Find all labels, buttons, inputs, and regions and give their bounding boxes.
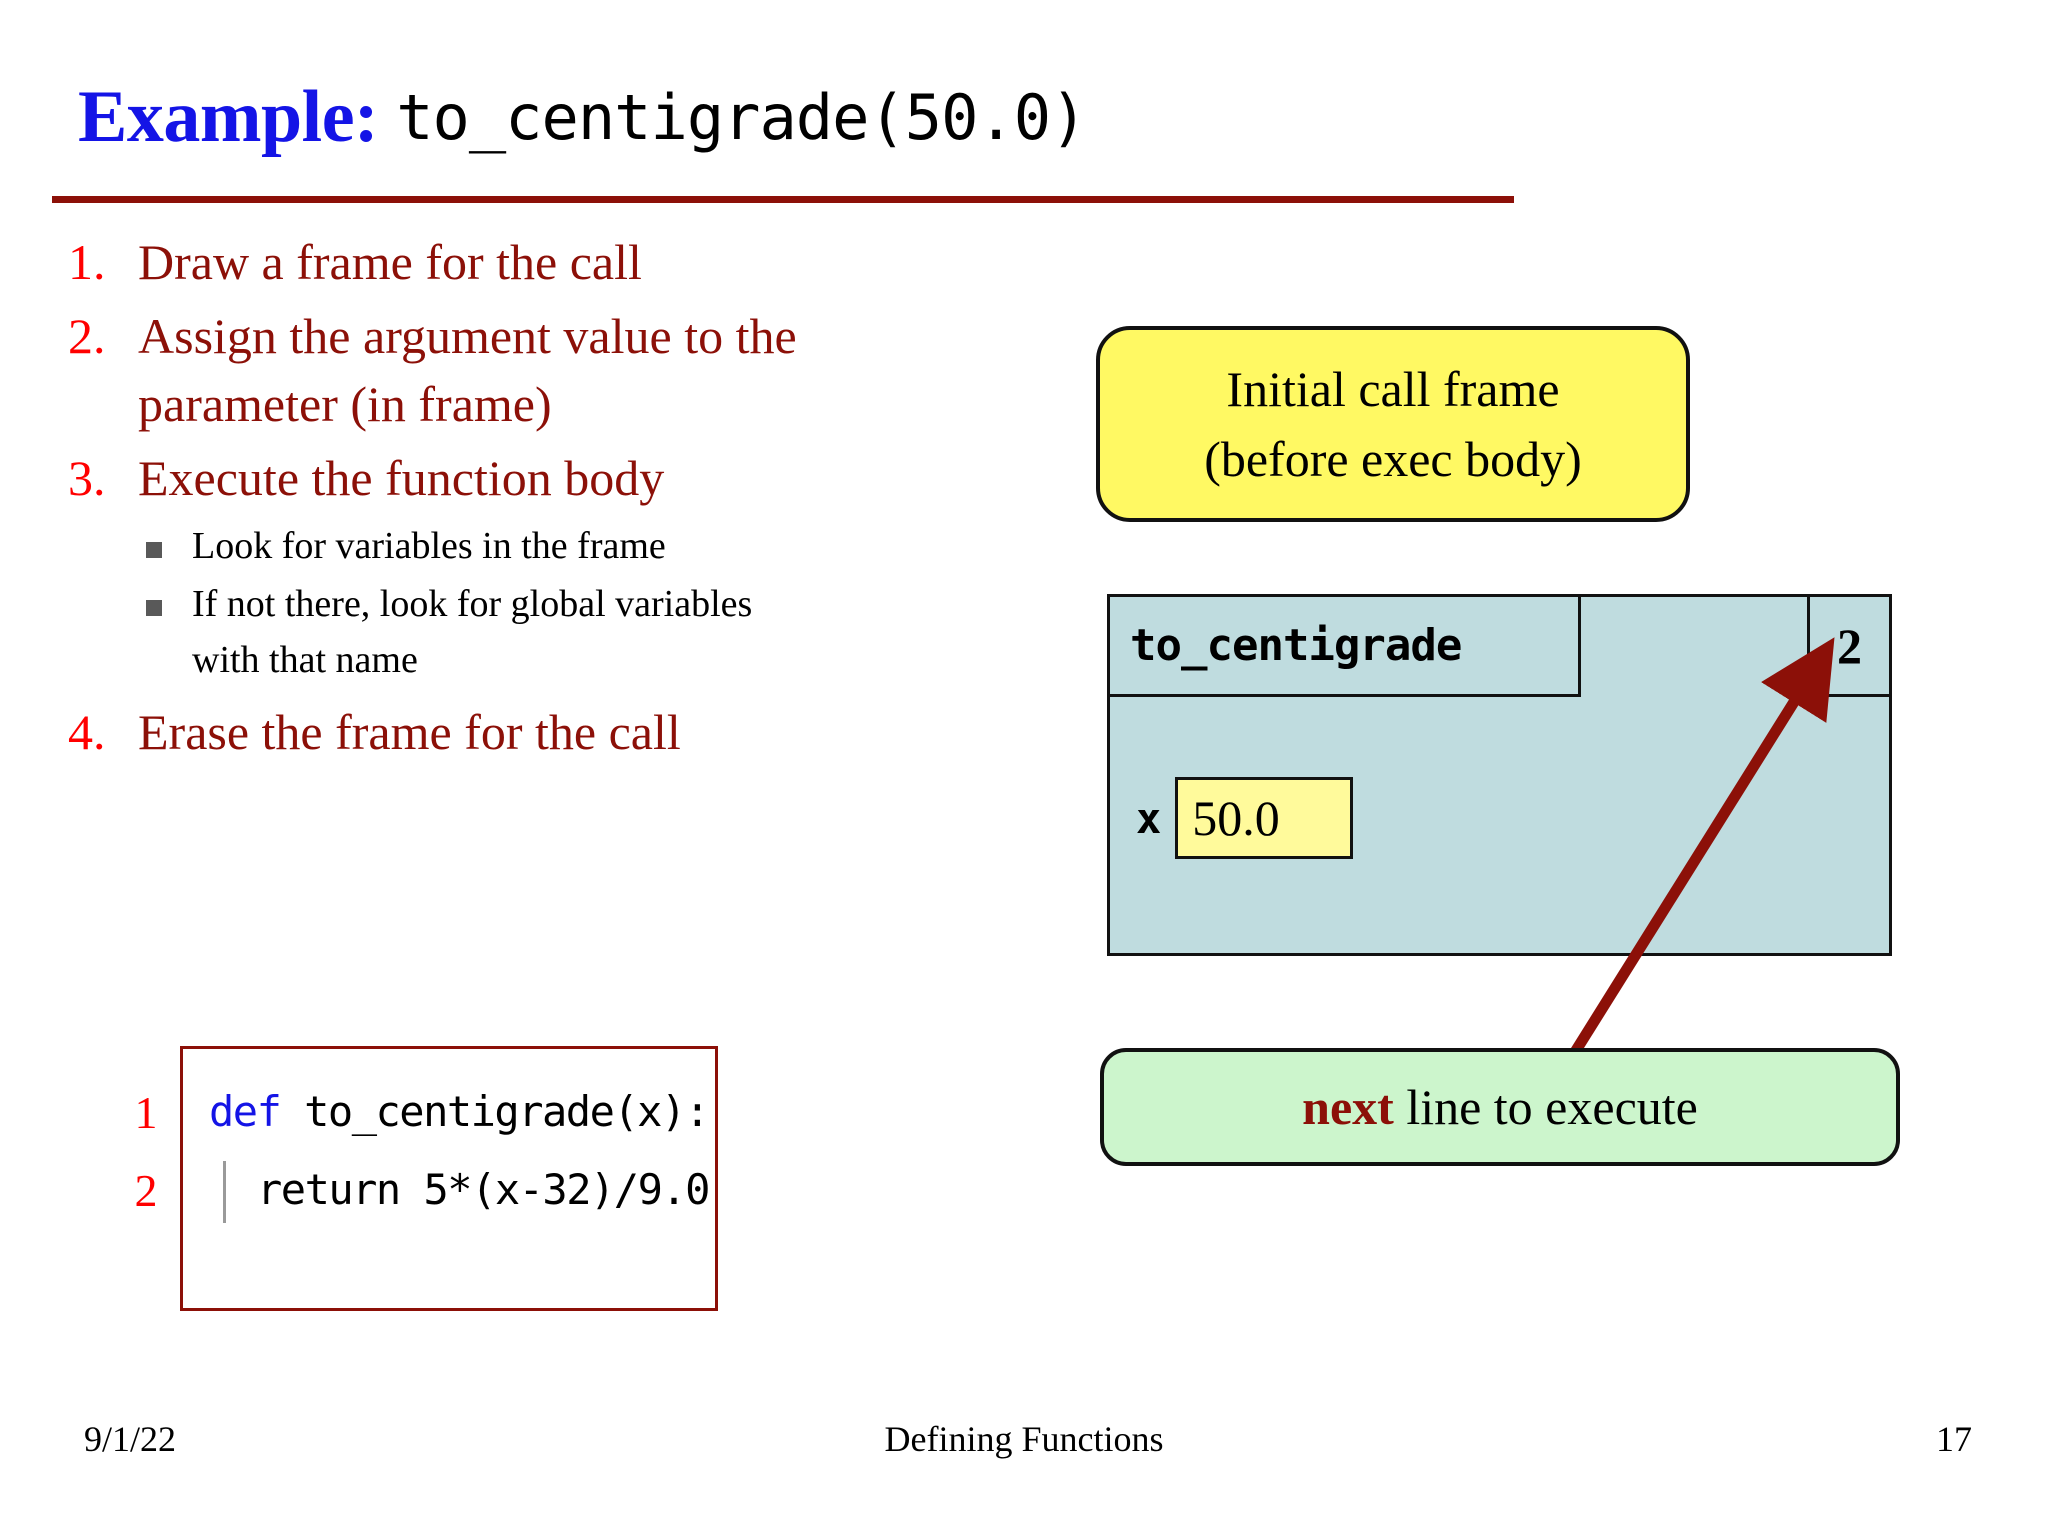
code-line: return 5*(x-32)/9.0: [257, 1151, 710, 1229]
call-frame-function-name: to_centigrade: [1130, 620, 1462, 671]
page-title: Example: to_centigrade(50.0): [78, 62, 1778, 172]
callout-line-2: (before exec body): [1204, 431, 1582, 487]
call-frame-variable: x 50.0: [1136, 777, 1354, 859]
footer-date: 9/1/22: [84, 1419, 177, 1459]
square-bullet-icon: [146, 518, 192, 558]
code-block: 1 2 def to_centigrade(x): return 5*(x-32…: [118, 1046, 718, 1311]
list-item: 4. Erase the frame for the call: [60, 698, 820, 766]
title-prefix: Example:: [78, 75, 379, 158]
callout-green-rest: line to execute: [1393, 1079, 1698, 1135]
code-text: return 5*(x-32)/9.0: [257, 1165, 710, 1214]
title-function-call: to_centigrade(50.0): [396, 80, 1087, 154]
step-number: 2.: [68, 308, 106, 364]
code-text: to_centigrade(x):: [280, 1087, 710, 1136]
list-item: 3. Execute the function body: [60, 444, 820, 512]
title-divider: [52, 196, 1514, 203]
variable-value: 50.0: [1192, 790, 1280, 846]
square-bullet-icon: [146, 576, 192, 616]
code-frame: def to_centigrade(x): return 5*(x-32)/9.…: [180, 1046, 718, 1311]
code-line-number: 2: [134, 1165, 158, 1216]
footer-title: Defining Functions: [884, 1419, 1164, 1459]
callout-line-1: Initial call frame: [1226, 361, 1560, 417]
step-text: Assign the argument value to the paramet…: [138, 308, 797, 432]
footer-page-number: 17: [1936, 1419, 1972, 1459]
indent-guide: [223, 1161, 226, 1223]
variable-name: x: [1136, 793, 1162, 843]
callout-green-text: next line to execute: [1302, 1078, 1698, 1136]
code-line: def to_centigrade(x):: [209, 1073, 710, 1151]
step-text: Erase the frame for the call: [138, 704, 681, 760]
list-item: If not there, look for global variables …: [146, 576, 820, 688]
list-item: Look for variables in the frame: [146, 518, 820, 574]
call-frame-header: to_centigrade: [1110, 597, 1581, 697]
code-line-numbers: 1 2: [118, 1074, 174, 1230]
step-text: Execute the function body: [138, 450, 665, 506]
step-number: 1.: [68, 234, 106, 290]
list-item: 1. Draw a frame for the call: [60, 228, 820, 296]
variable-value-box: 50.0: [1175, 777, 1354, 859]
line-counter-value: 2: [1837, 617, 1862, 674]
steps-list: 1. Draw a frame for the call 2. Assign t…: [60, 228, 820, 772]
step-text: Draw a frame for the call: [138, 234, 642, 290]
substep-text: If not there, look for global variables …: [192, 583, 753, 681]
step-number: 4.: [68, 704, 106, 760]
substeps-list: Look for variables in the frame If not t…: [146, 518, 820, 688]
code-keyword: def: [209, 1087, 282, 1136]
callout-green-emphasis: next: [1302, 1079, 1394, 1135]
step-number: 3.: [68, 450, 106, 506]
code-line-number: 1: [134, 1087, 158, 1138]
substep-text: Look for variables in the frame: [192, 525, 666, 567]
callout-initial-call-frame: Initial call frame (before exec body): [1096, 326, 1690, 522]
list-item: 2. Assign the argument value to the para…: [60, 302, 820, 438]
slide-footer: 9/1/22 Defining Functions 17: [0, 1418, 2048, 1478]
call-frame-diagram: to_centigrade 2 x 50.0: [1107, 594, 1892, 956]
callout-next-line-to-execute: next line to execute: [1100, 1048, 1900, 1166]
call-frame-line-counter: 2: [1807, 597, 1889, 697]
